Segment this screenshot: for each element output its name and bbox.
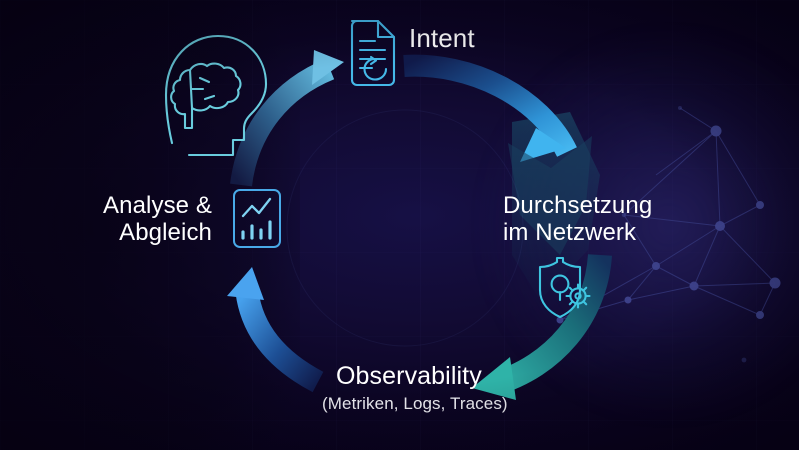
analysis-line-1: Analyse & xyxy=(103,192,212,219)
enforcement-line-2: im Netzwerk xyxy=(503,219,637,247)
chart-analytics-icon xyxy=(233,189,281,248)
stage-label-observability: Observability xyxy=(336,362,482,390)
stage-label-analysis: Analyse &Abgleich xyxy=(96,192,212,247)
document-refresh-icon xyxy=(350,19,396,87)
shield-lock-gear-icon xyxy=(538,256,591,319)
analysis-line-2: Abgleich xyxy=(119,219,212,247)
enforcement-line-1: Durchsetzung xyxy=(503,192,653,219)
head-brain-icon xyxy=(164,34,268,157)
stage-sublabel-observability: (Metriken, Logs, Traces) xyxy=(322,394,508,413)
stage-label-intent: Intent xyxy=(409,23,475,53)
